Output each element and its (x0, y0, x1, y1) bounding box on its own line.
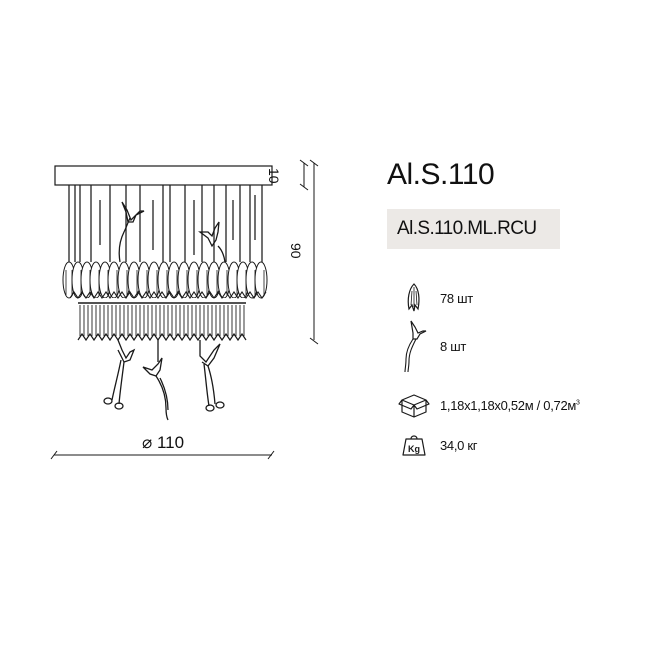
cubic-superscript: 3 (576, 399, 580, 407)
leaf-tier-upper (62, 261, 268, 299)
leaf-tier-upper-veins (65, 270, 265, 295)
height-dimension-lines (299, 159, 319, 345)
weight-kg-icon: Kg (396, 425, 432, 465)
diameter-icon: ⌀ (142, 433, 153, 452)
spec-label: 34,0 кг (440, 437, 478, 453)
spec-label: 8 шт (440, 338, 467, 354)
diameter-value: 110 (156, 433, 185, 452)
canopy (54, 165, 273, 186)
hummingbird-lower-left (103, 339, 136, 410)
hanging-rods (68, 185, 263, 262)
product-title: Al.S.110 (387, 158, 495, 191)
spec-label: 1,18x1,18x0,52м / 0,72м3 (440, 398, 580, 413)
svg-text:Kg: Kg (408, 444, 420, 454)
hummingbird-icon (396, 320, 432, 373)
leaf-tier-lower (77, 298, 247, 342)
total-height-value: 90 (288, 243, 304, 259)
hummingbird-upper-left (118, 201, 145, 263)
canopy-height-value: 10 (266, 168, 282, 184)
diameter-dimension-line (50, 450, 275, 460)
hummingbird-lower-right (199, 340, 225, 412)
hummingbird-lower-center (142, 340, 169, 421)
package-box-icon (396, 385, 432, 425)
product-code-box: Al.S.110.ML.RCU (387, 209, 560, 249)
spec-row-hummingbirds: 8 шт (396, 320, 467, 373)
package-dimensions-text: 1,18x1,18x0,52м / 0,72м (440, 397, 577, 413)
leaf-tier-lower-veins (79, 305, 245, 336)
diameter-label: ⌀ 110 (142, 433, 184, 453)
spec-row-leaves: 78 шт (396, 278, 473, 318)
total-height-label: 90 (288, 243, 304, 263)
product-code: Al.S.110.ML.RCU (397, 218, 537, 239)
canopy-height-label: 10 (266, 168, 282, 188)
spec-label: 78 шт (440, 290, 473, 306)
leaf-crystal-icon (396, 278, 432, 318)
leaf-tier-upper-tips (69, 291, 267, 299)
spec-row-weight: Kg 34,0 кг (396, 425, 478, 465)
spec-row-package: 1,18x1,18x0,52м / 0,72м3 (396, 385, 580, 425)
hummingbird-upper-right (198, 221, 226, 263)
